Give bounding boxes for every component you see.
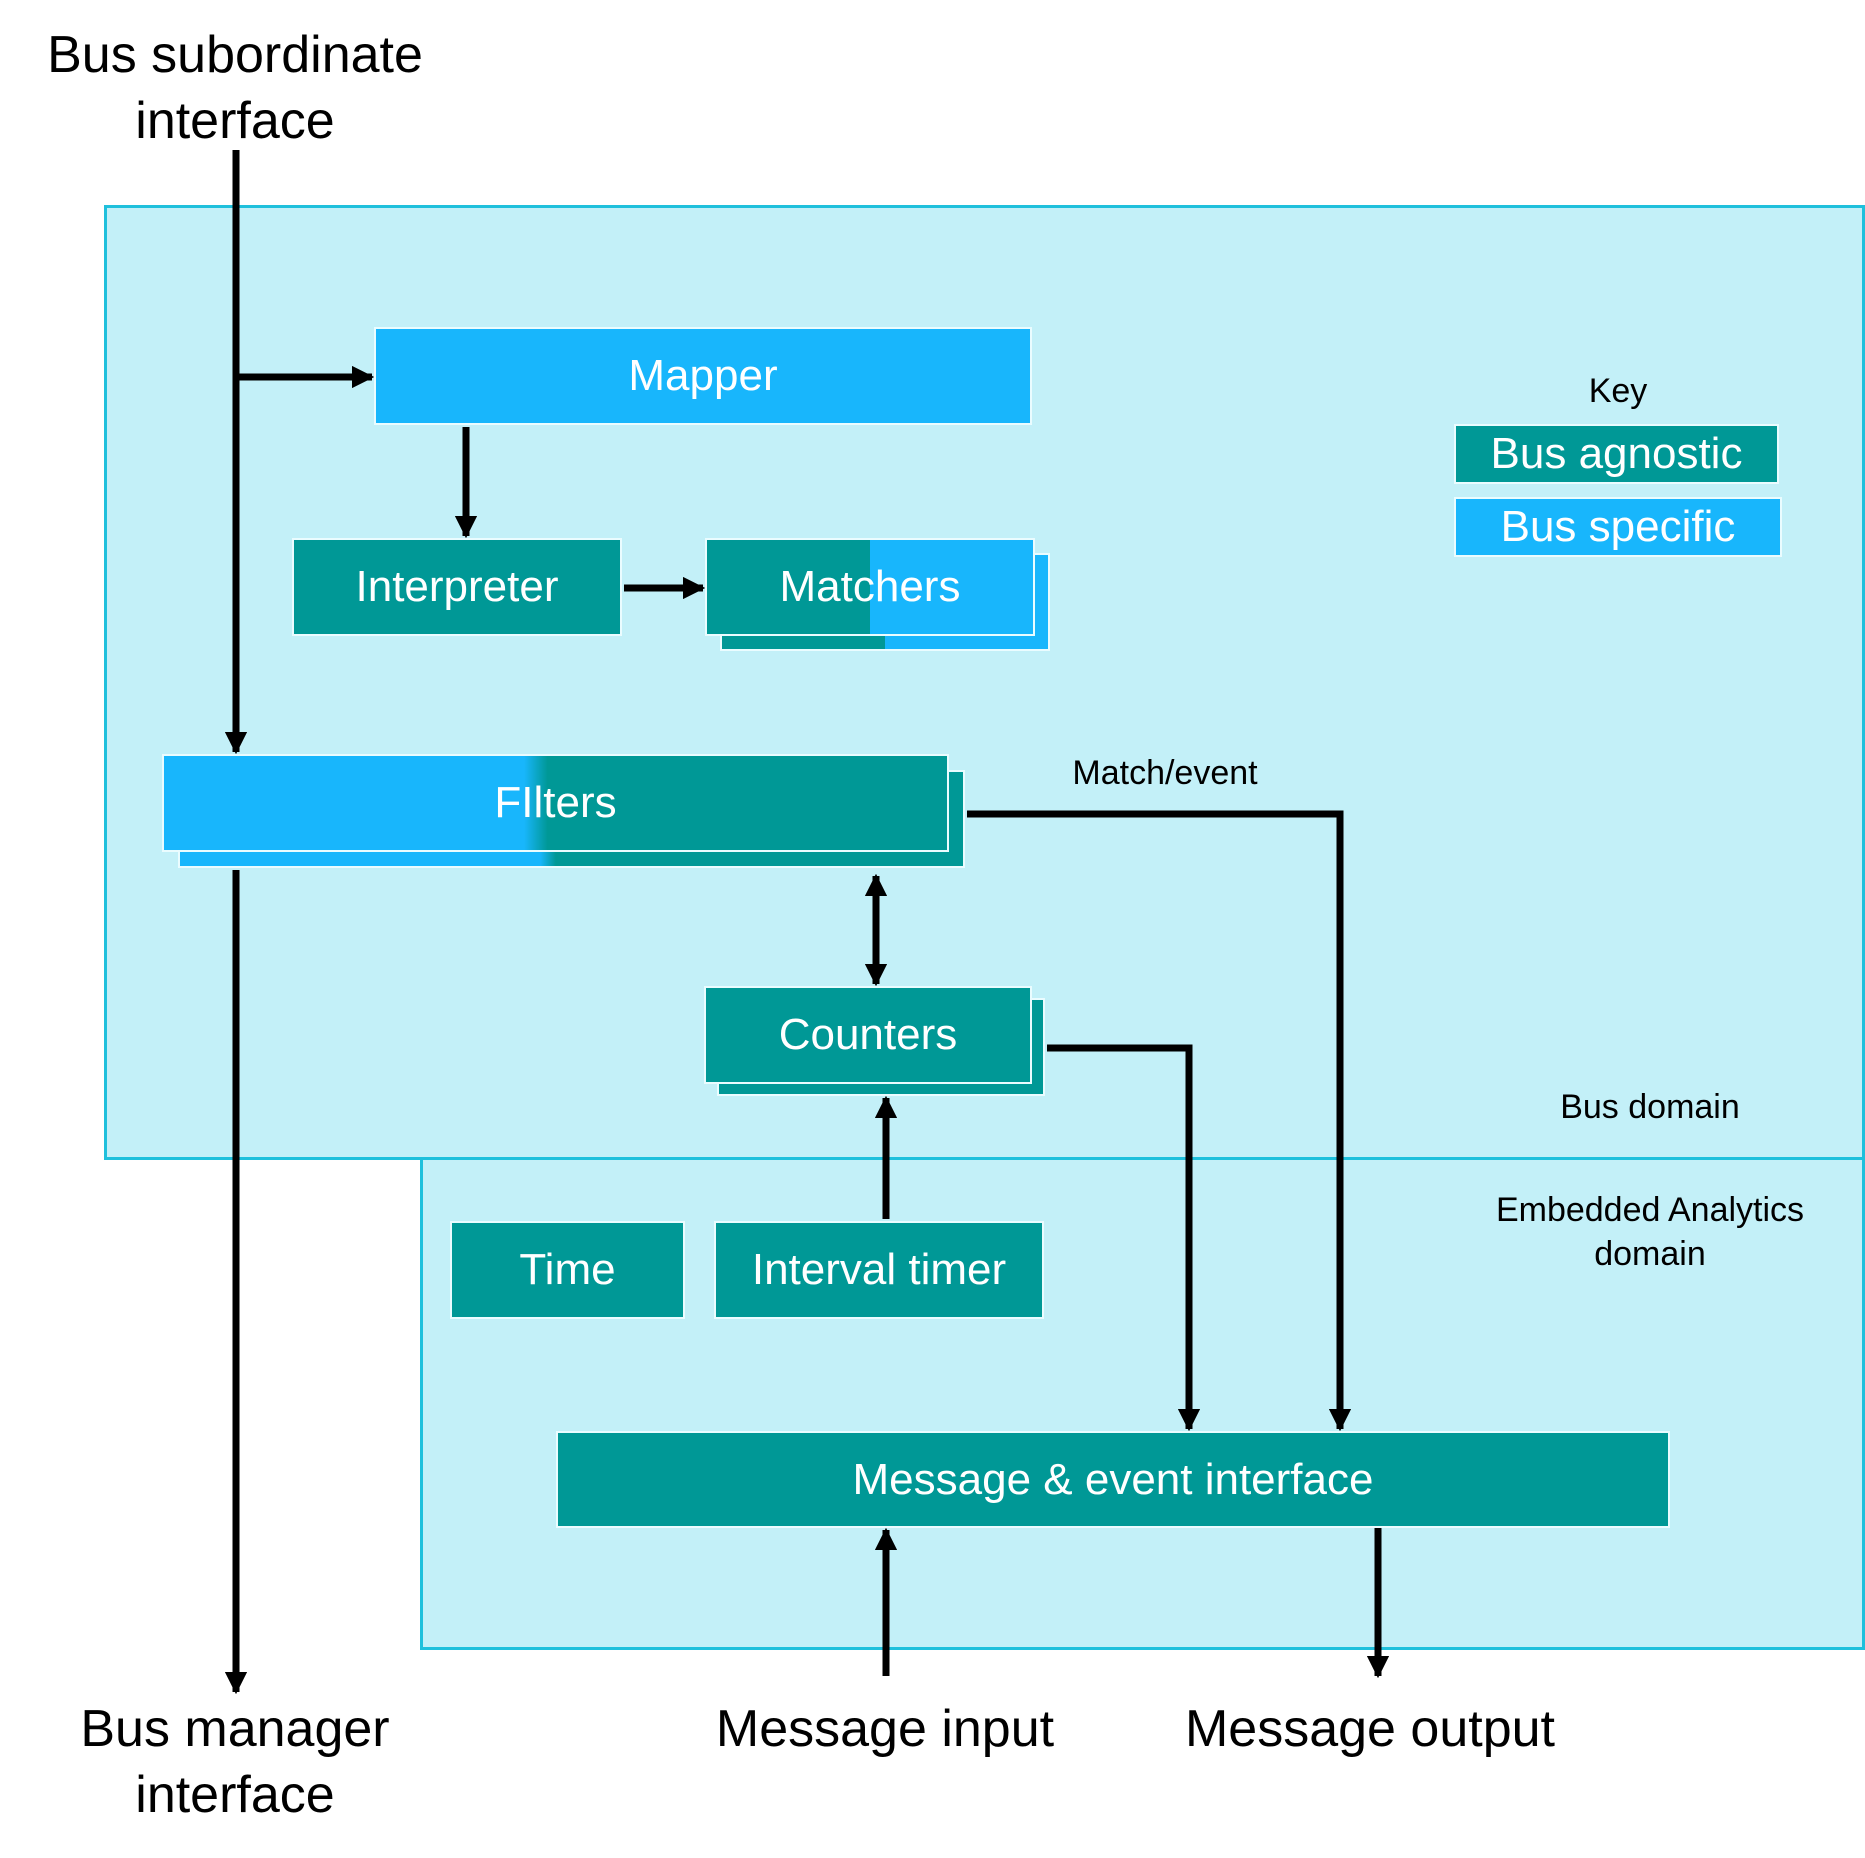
match-event-label: Match/event [1072,754,1258,792]
message-output-label: Message output [1184,1700,1556,1758]
counters-label: Counters [778,1010,958,1059]
message-event-interface-label: Message & event interface [852,1454,1374,1504]
key-bus-agnostic-label: Bus agnostic [1490,429,1743,478]
filters-match-event-arrow [967,810,1352,1432]
embedded-analytics-domain-label: Embedded Analytics domain [1495,1191,1805,1273]
bus-subordinate-interface-label: Bus subordinate interface [47,26,423,150]
mapper-label: Mapper [628,351,778,400]
matchers-label: Matchers [779,562,961,611]
time-label: Time [519,1245,616,1294]
key-bus-agnostic: Bus agnostic [1454,424,1779,484]
interpreter-label: Interpreter [355,562,559,611]
key-bus-specific: Bus specific [1454,497,1782,557]
mapper-block: Mapper [374,327,1032,425]
bus-domain-label: Bus domain [1560,1088,1740,1126]
counters-block: Counters [704,986,1032,1084]
time-block: Time [450,1221,685,1319]
interval-timer-label: Interval timer [751,1245,1007,1294]
message-input-label: Message input [715,1700,1055,1758]
interval-timer-block: Interval timer [714,1221,1044,1319]
counters-to-message-interface-arrow [1047,1044,1201,1432]
filters-label: FIlters [494,778,617,827]
filters-block: FIlters [162,754,949,852]
message-event-interface-block: Message & event interface [556,1431,1670,1528]
matchers-block: Matchers [705,538,1035,636]
key-title: Key [1588,372,1648,410]
bus-manager-interface-label: Bus manager interface [80,1700,390,1824]
interpreter-block: Interpreter [292,538,622,636]
key-bus-specific-label: Bus specific [1500,502,1736,551]
